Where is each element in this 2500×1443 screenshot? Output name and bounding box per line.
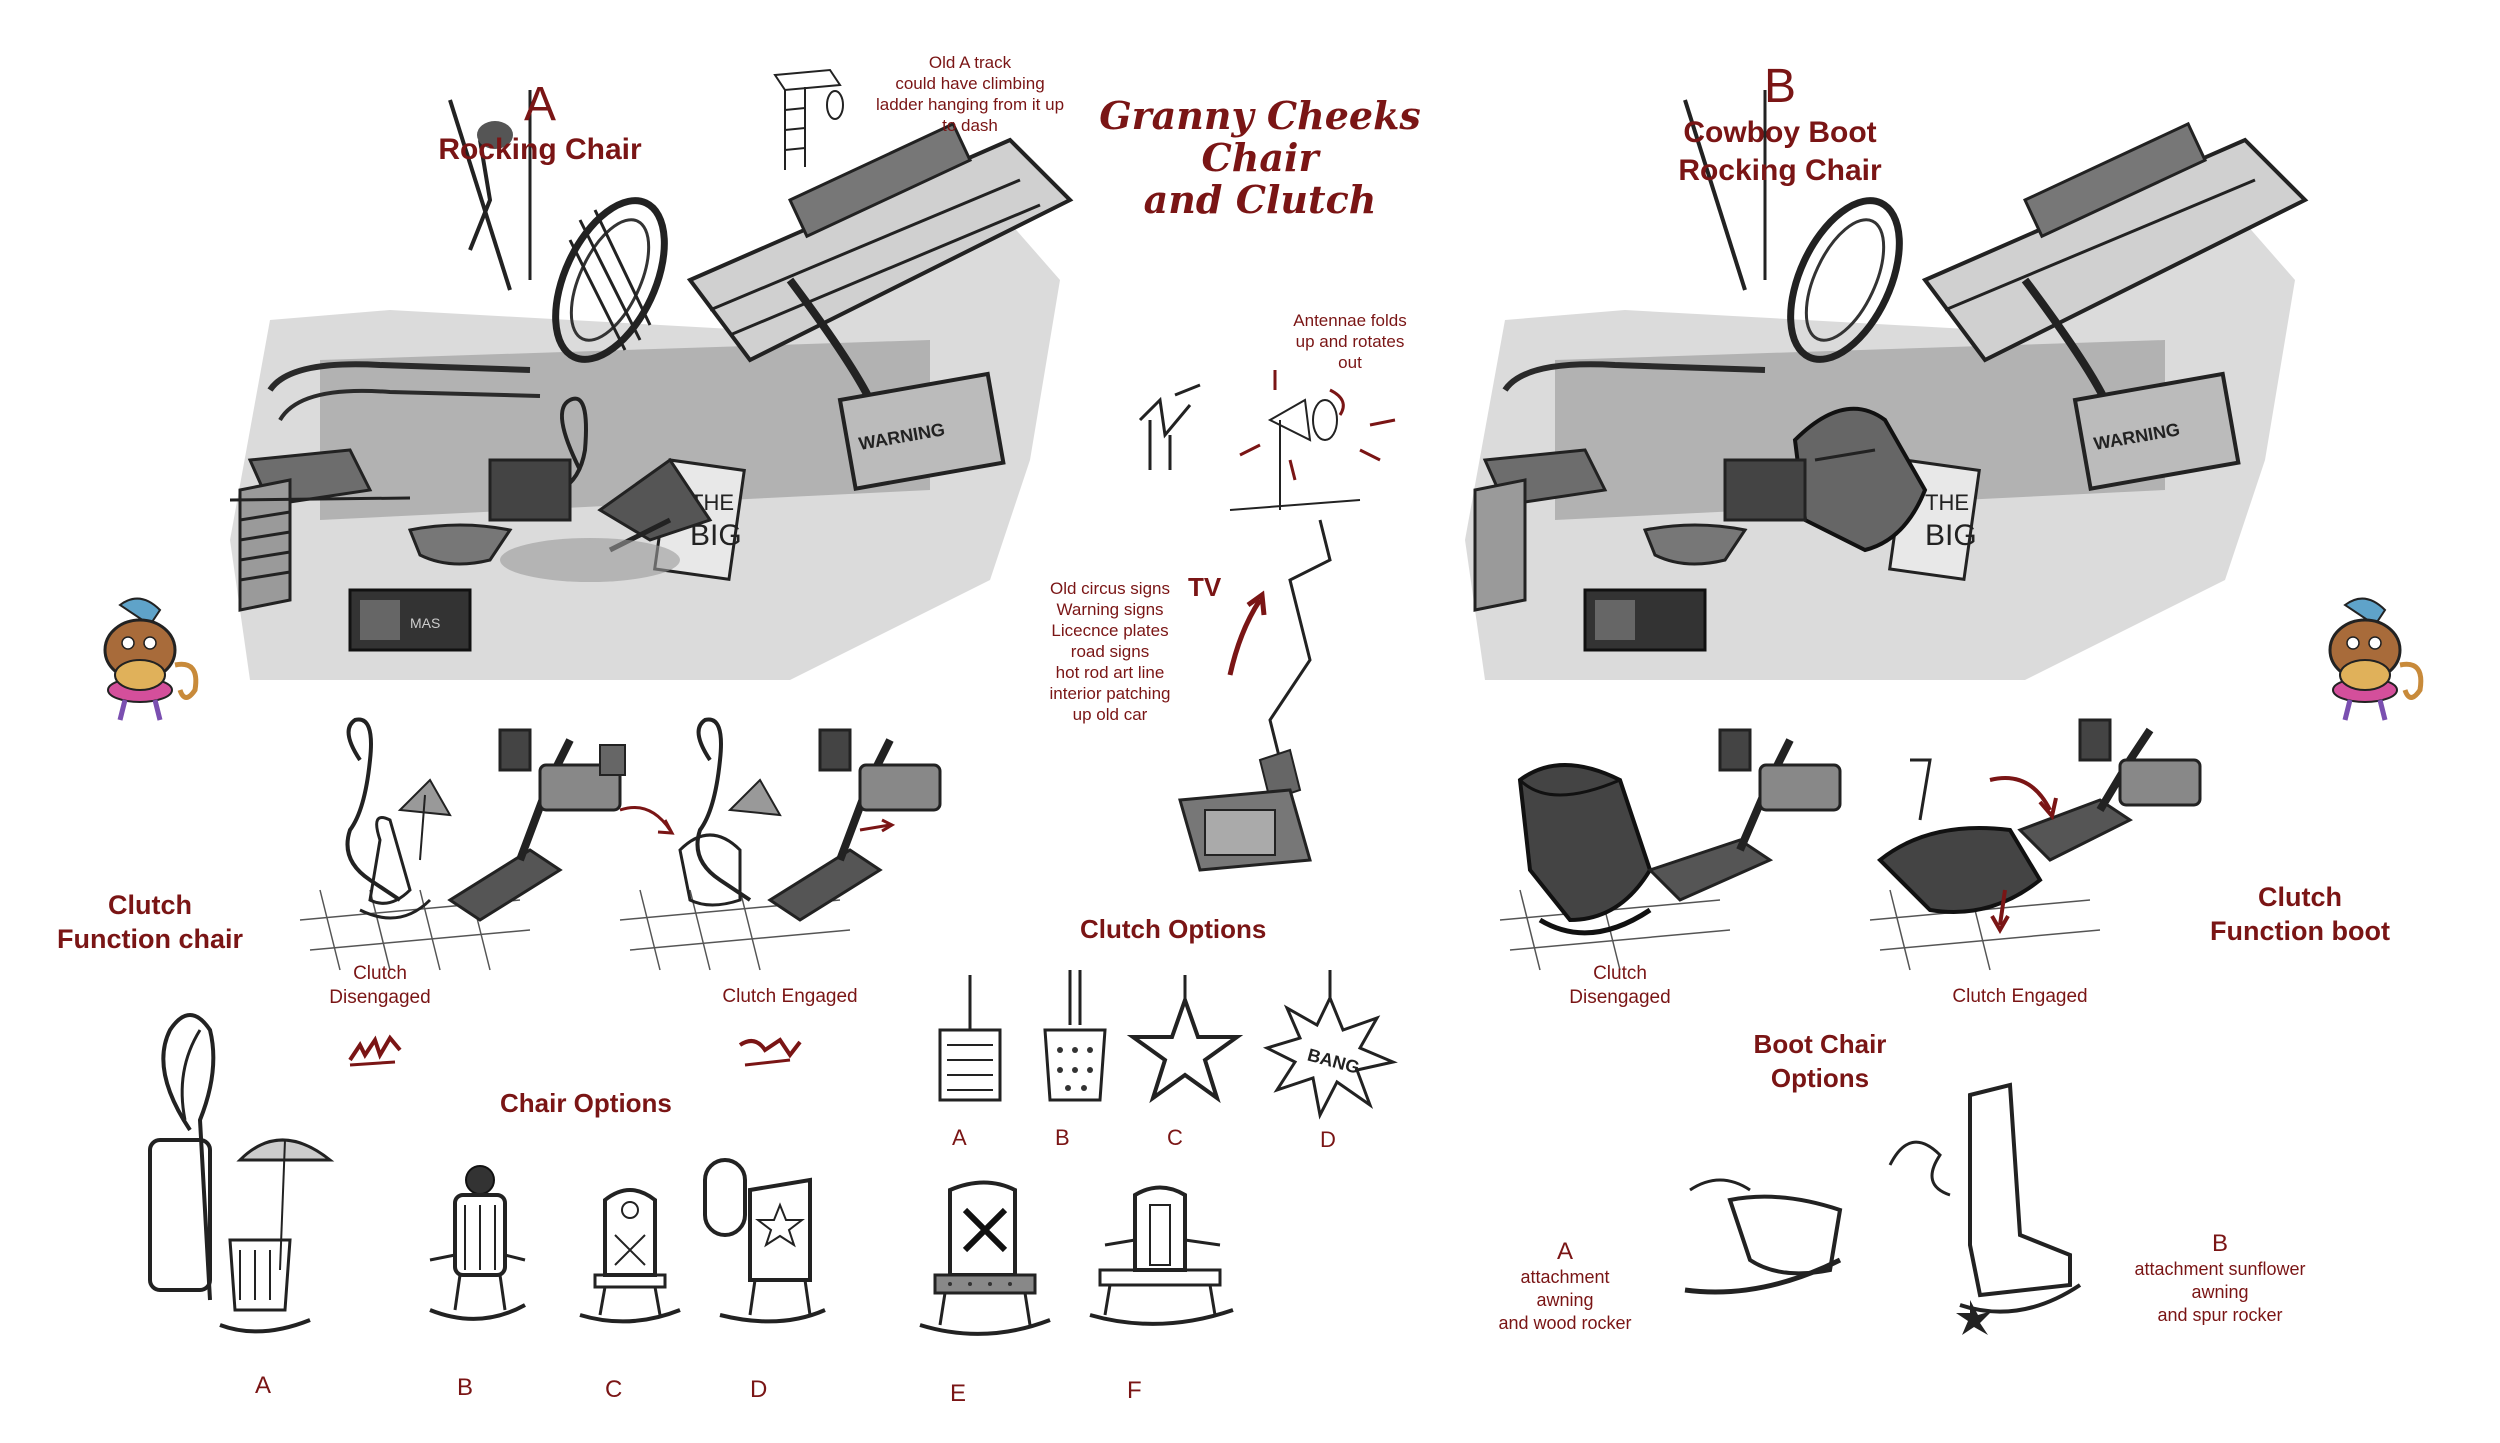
- boot-options-heading-line2: Options: [1770, 1063, 1870, 1093]
- chair-option-d-letter: D: [750, 1376, 768, 1403]
- clutch-option-a-letter: A: [952, 1125, 967, 1150]
- antennae-note-line3: out: [1338, 353, 1362, 372]
- signs-note-line5: hot rod art line: [1055, 663, 1165, 682]
- tv-arrow-icon: [1227, 590, 1267, 676]
- chair-option-c-sketch: [579, 1188, 681, 1324]
- signs-note-line7: up old car: [1072, 705, 1148, 724]
- antennae-sketch: [1229, 370, 1396, 511]
- signs-note-line4: road signs: [1070, 642, 1150, 661]
- clutch-option-b-letter: B: [1055, 1125, 1070, 1150]
- option-b-label-line1: Cowboy Boot: [1683, 116, 1877, 149]
- track-note-line1: Old A track: [928, 53, 1012, 72]
- chair-option-b-letter: B: [457, 1374, 474, 1401]
- page-title-line1: Granny Cheeks: [1099, 93, 1421, 138]
- clutch-engaged-boot-sketch: [1869, 718, 2202, 971]
- clutch-function-chair-label: Clutch Function chair: [30, 888, 270, 956]
- chair-option-a-letter: A: [255, 1372, 272, 1399]
- left-disengaged-label: Clutch Disengaged: [300, 962, 460, 1010]
- chair-option-c-letter: C: [605, 1376, 623, 1403]
- boot-option-b-label: B attachment sunflower awning and spur r…: [2110, 1230, 2330, 1327]
- chair-option-e-sketch: [919, 1180, 1051, 1336]
- tv-sketch: [1178, 519, 1332, 872]
- clutch-boot-line1: Clutch: [2258, 882, 2342, 912]
- svg-text:BIG: BIG: [1925, 519, 1977, 552]
- track-note: Old A track could have climbing ladder h…: [860, 52, 1080, 136]
- chair-option-b-sketch: [429, 1165, 526, 1321]
- chair-option-f-letter: F: [1127, 1377, 1142, 1404]
- clutch-disengaged-chair-sketch: [299, 717, 626, 971]
- track-note-line2: could have climbing: [895, 74, 1045, 93]
- boot-option-b-line1: attachment sunflower: [2134, 1259, 2306, 1279]
- svg-text:THE: THE: [1925, 490, 1969, 515]
- clutch-boot-line2: Function boot: [2210, 916, 2390, 946]
- clutch-chair-line1: Clutch: [108, 890, 192, 920]
- clutch-chair-line2: Function chair: [56, 924, 243, 954]
- clutch-engaged-chair-sketch: [619, 717, 942, 971]
- antennae-note-line2: up and rotates: [1295, 332, 1405, 351]
- signs-note: Old circus signs Warning signs Licecnce …: [1010, 578, 1210, 725]
- right-disengaged-line1: Clutch: [1593, 963, 1647, 984]
- page-title-line3: and Clutch: [1143, 177, 1377, 222]
- boot-option-a-label: A attachment awning and wood rocker: [1465, 1238, 1665, 1335]
- right-disengaged-line2: Disengaged: [1569, 987, 1671, 1008]
- tv-label: TV: [1188, 572, 1222, 602]
- left-disengaged-line2: Disengaged: [329, 987, 431, 1008]
- signs-note-line1: Old circus signs: [1050, 579, 1170, 598]
- right-engaged-label: Clutch Engaged: [1952, 986, 2088, 1007]
- left-engaged-label: Clutch Engaged: [722, 986, 858, 1007]
- clutch-option-d-letter: D: [1320, 1127, 1336, 1152]
- page-title-line2: Chair: [1201, 135, 1319, 180]
- boot-options-heading-line1: Boot Chair: [1753, 1029, 1887, 1059]
- disengaged-mini-icon: [348, 1034, 402, 1067]
- clutch-option-c-letter: C: [1167, 1125, 1183, 1150]
- right-disengaged-label: Clutch Disengaged: [1540, 962, 1700, 1010]
- chair-option-f-sketch: [1089, 1185, 1234, 1326]
- boot-option-b-line3: and spur rocker: [2157, 1305, 2283, 1325]
- signs-note-line6: interior patching: [1049, 684, 1171, 703]
- option-a-header: A Rocking Chair: [400, 78, 680, 168]
- boot-option-b-line2: awning: [2191, 1282, 2249, 1302]
- option-a-label: Rocking Chair: [438, 133, 642, 166]
- rocking-chair-interior-sketch: WARNING THE BIG MAS: [229, 90, 1074, 680]
- chair-option-a-sketch: [148, 1013, 335, 1334]
- track-note-line4: to dash: [942, 116, 998, 135]
- clutch-option-c-star: [1126, 975, 1244, 1104]
- signs-note-line2: Warning signs: [1056, 600, 1164, 619]
- clutch-options-heading: Clutch Options: [1080, 914, 1267, 944]
- engaged-mini-icon: [738, 1037, 802, 1067]
- boot-option-b-letter: B: [2211, 1230, 2228, 1257]
- antennae-note: Antennae folds up and rotates out: [1260, 310, 1440, 373]
- signs-note-line3: Licecnce plates: [1051, 621, 1169, 640]
- chair-option-d-sketch: [703, 1158, 826, 1324]
- boot-option-a-sketch: [1684, 1178, 1843, 1295]
- page-title: Granny Cheeks Chair and Clutch: [1080, 95, 1440, 221]
- boot-option-a-line3: and wood rocker: [1498, 1313, 1632, 1333]
- clutch-function-boot-label: Clutch Function boot: [2180, 880, 2420, 948]
- antennae-note-line1: Antennae folds: [1293, 311, 1407, 330]
- boot-option-a-letter: A: [1556, 1238, 1573, 1265]
- option-b-letter: B: [1763, 60, 1796, 113]
- granny-cheeks-character-left-icon: [103, 597, 199, 721]
- bang-text: BANG: [1305, 1045, 1361, 1078]
- clutch-option-b-pedal: [1043, 970, 1107, 1102]
- boot-option-a-line2: awning: [1536, 1290, 1594, 1310]
- granny-cheeks-character-right-icon: [2328, 597, 2424, 721]
- ladder-track-sketch: [773, 68, 844, 170]
- option-a-letter: A: [523, 78, 556, 131]
- chair-options-heading: Chair Options: [500, 1088, 672, 1118]
- clutch-option-a-pedal: [938, 975, 1002, 1102]
- antenna-folded-sketch: [1138, 383, 1201, 470]
- cowboy-boot-interior-sketch: WARNING THE BIG: [1465, 90, 2309, 680]
- option-b-label-line2: Rocking Chair: [1678, 154, 1882, 187]
- clutch-disengaged-boot-sketch: [1499, 728, 1842, 971]
- clutch-option-d-bang: BANG: [1262, 970, 1398, 1120]
- chair-option-e-letter: E: [950, 1380, 967, 1407]
- svg-text:MAS: MAS: [410, 615, 440, 631]
- boot-option-b-sketch: [1888, 1082, 2082, 1335]
- option-b-header: B Cowboy Boot Rocking Chair: [1630, 60, 1930, 190]
- boot-option-a-line1: attachment: [1520, 1267, 1610, 1287]
- boot-chair-options-heading: Boot Chair Options: [1700, 1027, 1940, 1095]
- track-note-line3: ladder hanging from it up: [875, 95, 1065, 114]
- left-disengaged-line1: Clutch: [353, 963, 407, 984]
